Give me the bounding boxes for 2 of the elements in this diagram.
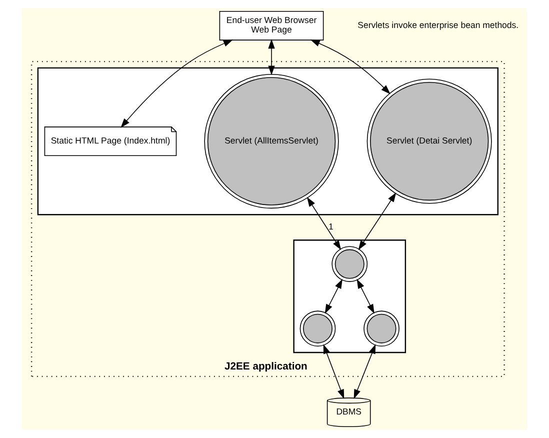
label: Servlets invoke enterprise bean methods. [358, 20, 519, 30]
edge-label: 1 [328, 222, 334, 232]
